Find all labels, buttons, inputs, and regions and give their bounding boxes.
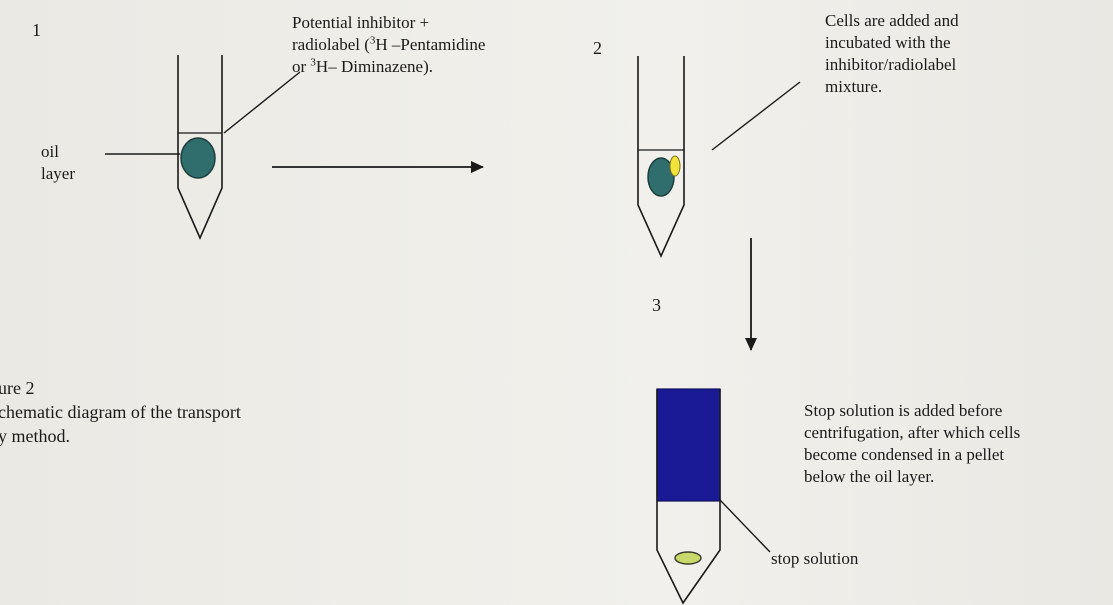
tube-2	[637, 56, 685, 258]
tube-3-stop-solution	[656, 388, 721, 502]
step-2-number: 2	[593, 38, 602, 58]
layer-label: layer	[41, 164, 75, 183]
tube-2-cells	[669, 155, 681, 177]
stop-description-line-3: become condensed in a pellet	[804, 445, 1005, 464]
step-3-number: 3	[652, 295, 661, 315]
tube-1	[177, 55, 223, 240]
tube-3	[656, 388, 721, 605]
caption-line-2: chematic diagram of the transport	[0, 402, 241, 422]
inhibitor-pointer	[223, 71, 301, 134]
tube-1-outline	[177, 55, 223, 240]
stop-solution-label: stop solution	[771, 549, 859, 568]
inhibitor-line-1: Potential inhibitor +	[292, 13, 430, 32]
tube-3-outline	[656, 389, 721, 605]
tube-2-oil-droplet	[647, 157, 675, 197]
cells-added-line-1: Cells are added and	[825, 11, 959, 30]
tube-3-pellet	[674, 551, 702, 565]
stop-solution-pointer	[719, 499, 771, 553]
inhibitor-line-3: or 3H– Diminazene).	[292, 56, 433, 76]
cells-added-line-2: incubated with the	[825, 33, 951, 52]
tube-2-outline	[637, 56, 685, 258]
inhibitor-line-2: radiolabel (3H –Pentamidine	[292, 34, 486, 54]
tube-1-oil-droplet	[180, 137, 216, 179]
caption-line-3: y method.	[0, 426, 70, 446]
cells-pointer	[711, 81, 801, 151]
oil-label: oil	[41, 142, 59, 161]
caption-line-1: ure 2	[0, 378, 35, 398]
stop-description-line-4: below the oil layer.	[804, 467, 935, 486]
step-1-number: 1	[32, 20, 41, 40]
cells-added-line-3: inhibitor/radiolabel	[825, 55, 957, 74]
stop-description-line-1: Stop solution is added before	[804, 401, 1003, 420]
cells-added-line-4: mixture.	[825, 77, 883, 96]
stop-description-line-2: centrifugation, after which cells	[804, 423, 1021, 442]
